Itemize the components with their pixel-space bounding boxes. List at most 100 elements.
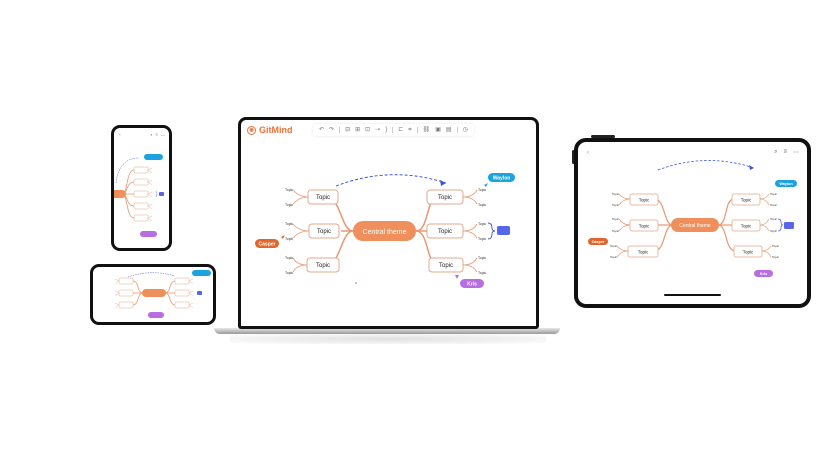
topic-node[interactable]: Topic	[741, 198, 752, 203]
more-icon[interactable]: ⋯	[793, 150, 799, 156]
parent-topic-icon[interactable]: ⊡	[365, 127, 371, 133]
subtopic-node[interactable]: Topic	[285, 237, 293, 241]
topic-node[interactable]: Topic	[639, 198, 650, 203]
subtopic-node[interactable]: Topic	[478, 203, 486, 207]
boundary-icon[interactable]: ⊏	[398, 127, 404, 133]
subtopic-node[interactable]: Topic	[285, 222, 293, 226]
phone-landscape-screen	[93, 267, 213, 322]
subtopic-node[interactable]: Topic	[478, 188, 486, 192]
tablet-side-button	[572, 150, 575, 164]
note-icon[interactable]: ▤	[445, 127, 452, 133]
tag-casper[interactable]: Casper	[259, 242, 276, 248]
summary-box[interactable]	[784, 222, 794, 229]
summary-icon[interactable]: }	[385, 127, 388, 133]
search-icon[interactable]: ⌕	[150, 132, 153, 137]
phone-topbar-icons: ⌕ ≡ —	[150, 132, 165, 137]
back-icon[interactable]: ‹	[587, 150, 589, 156]
subtopic-node[interactable]: Topic	[612, 217, 620, 221]
subtopic-node[interactable]: Topic	[772, 255, 780, 259]
central-theme-node[interactable]: Central theme	[363, 229, 407, 236]
subtopic-node[interactable]: Topic	[478, 256, 486, 260]
subtopic-node[interactable]: Topic	[770, 217, 778, 221]
summary-box[interactable]	[497, 226, 510, 235]
redo-icon[interactable]: ↷	[329, 127, 335, 133]
tablet-device: ‹ ⌕ ≡ ⋯ Central theme	[574, 138, 811, 308]
toolbar-divider	[339, 127, 341, 133]
phone-portrait-device: ‹ ⌕ ≡ —	[111, 125, 172, 251]
tablet-mindmap-canvas[interactable]: Central theme Topic Topic Topic Topic To…	[578, 142, 807, 304]
topic-node[interactable]: Topic	[316, 195, 330, 201]
app-logo: ◉ GitMind	[247, 125, 293, 135]
tag-waylon[interactable]: Waylon	[779, 182, 793, 186]
app-name: GitMind	[259, 125, 293, 135]
subtopic-node[interactable]: Topic	[285, 203, 293, 207]
laptop-shadow	[230, 334, 546, 344]
tablet-top-button	[591, 135, 615, 138]
topic-node[interactable]: Topic	[317, 229, 331, 235]
summary-box[interactable]	[197, 291, 202, 295]
topic-node[interactable]: Topic	[638, 250, 649, 255]
gitmind-logo-icon: ◉	[247, 125, 256, 135]
tag-waylon[interactable]	[192, 270, 211, 276]
summary-box[interactable]	[159, 192, 164, 196]
phone-portrait-screen: ‹ ⌕ ≡ —	[114, 128, 169, 248]
subtopic-node[interactable]: Topic	[612, 192, 620, 196]
menu-icon[interactable]: ≡	[155, 132, 158, 137]
toolbar-divider	[392, 127, 394, 133]
central-theme-node[interactable]	[142, 289, 166, 297]
link-icon[interactable]: ⛓	[422, 127, 431, 133]
laptop-device: ◉ GitMind ↶ ↷ ⊟ ⊞ ⊡ ⇢ } ⊏ ⌗ ⛓ ▣ ▤ ◷	[238, 117, 539, 329]
subtopic-node[interactable]: Topic	[478, 271, 486, 275]
home-indicator	[664, 294, 721, 296]
editor-toolbar: ↶ ↷ ⊟ ⊞ ⊡ ⇢ } ⊏ ⌗ ⛓ ▣ ▤ ◷	[313, 124, 474, 136]
tag-icon[interactable]: ⌗	[408, 127, 412, 133]
subtopic-node[interactable]: Topic	[478, 222, 486, 226]
tag-casper[interactable]: Casper	[592, 240, 605, 244]
tag-waylon[interactable]: Waylon	[493, 176, 511, 182]
subtopic-node[interactable]: Topic	[770, 192, 778, 196]
topic-node[interactable]: Topic	[439, 263, 453, 269]
subtopic-node[interactable]: Topic	[770, 203, 778, 207]
phone-landscape-device	[90, 264, 216, 325]
tablet-screen: ‹ ⌕ ≡ ⋯ Central theme	[578, 142, 807, 304]
history-icon[interactable]: ◷	[462, 127, 468, 133]
menu-icon[interactable]: ≡	[783, 149, 787, 155]
undo-icon[interactable]: ↶	[319, 127, 325, 133]
topic-node[interactable]: Topic	[639, 224, 650, 229]
more-icon[interactable]: —	[161, 132, 165, 137]
toolbar-divider	[416, 127, 418, 133]
tag-kris[interactable]: Kris	[760, 272, 767, 276]
tablet-topbar-icons: ⌕ ≡ ⋯	[774, 149, 799, 156]
subtopic-node[interactable]: Topic	[770, 229, 778, 233]
subtopic-node[interactable]: Topic	[610, 244, 618, 248]
child-topic-icon[interactable]: ⊞	[355, 127, 361, 133]
image-icon[interactable]: ▣	[435, 127, 441, 133]
topic-node[interactable]: Topic	[438, 229, 452, 235]
toolbar-divider	[456, 127, 458, 133]
tag-waylon[interactable]	[144, 154, 163, 160]
sibling-topic-icon[interactable]: ⊟	[345, 127, 351, 133]
topic-node[interactable]: Topic	[741, 224, 752, 229]
back-icon[interactable]: ‹	[119, 132, 121, 138]
tag-kris[interactable]	[140, 231, 157, 237]
mindmap-canvas[interactable]: Central theme Topic Topic Topic Topic To…	[241, 120, 536, 326]
tag-kris[interactable]	[148, 312, 164, 318]
search-icon[interactable]: ⌕	[774, 149, 778, 155]
central-theme-node[interactable]: Central theme	[679, 223, 711, 229]
topic-node[interactable]: Topic	[316, 263, 330, 269]
tag-kris[interactable]: Kris	[467, 282, 477, 288]
subtopic-node[interactable]: Topic	[285, 188, 293, 192]
subtopic-node[interactable]: Topic	[772, 244, 780, 248]
topic-node[interactable]: Topic	[743, 250, 754, 255]
phone-landscape-mindmap-canvas[interactable]	[93, 267, 213, 322]
subtopic-node[interactable]: Topic	[612, 229, 620, 233]
relationship-icon[interactable]: ⇢	[375, 127, 381, 133]
subtopic-node[interactable]: Topic	[610, 255, 618, 259]
subtopic-node[interactable]: Topic	[478, 237, 486, 241]
subtopic-node[interactable]: Topic	[612, 203, 620, 207]
phone-mindmap-canvas[interactable]	[114, 128, 169, 248]
laptop-base	[214, 328, 560, 334]
subtopic-node[interactable]: Topic	[285, 256, 293, 260]
topic-node[interactable]: Topic	[438, 195, 452, 201]
subtopic-node[interactable]: Topic	[285, 271, 293, 275]
